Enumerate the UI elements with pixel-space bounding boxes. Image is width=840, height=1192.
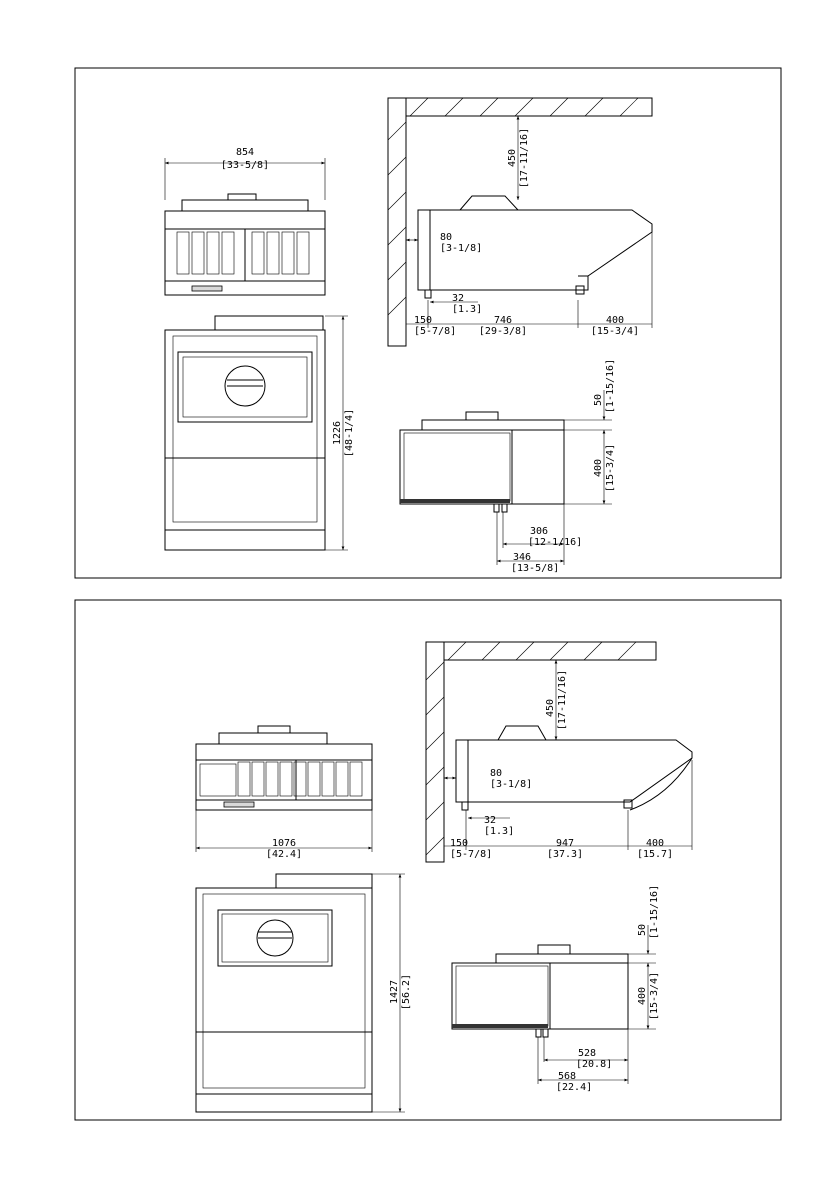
p1-front-width-in: [33-5/8] xyxy=(221,160,269,171)
p2-bottom-outer: 568 xyxy=(558,1071,576,1082)
p1-bottom-height: 400 xyxy=(593,459,604,477)
p1-side-length-in: [29-3/8] xyxy=(479,326,527,337)
side-view-1: 450 [17-11/16] 80 [3-1/8] 32 [1.3] 150 [… xyxy=(388,98,652,346)
p2-side-drain-in: [1.3] xyxy=(484,826,514,837)
p2-side-wall-offset: 150 xyxy=(450,838,468,849)
p1-bottom-height-in: [15-3/4] xyxy=(605,444,616,492)
p1-side-length: 746 xyxy=(494,315,512,326)
p1-front-width: 854 xyxy=(236,147,254,158)
p1-bottom-top-in: [1-15/16] xyxy=(605,359,616,413)
p2-bottom-inner-in: [20.8] xyxy=(576,1059,612,1070)
p1-wall-gap-in: [17-11/16] xyxy=(519,128,530,188)
p1-side-front: 400 xyxy=(606,315,624,326)
rear-view-1: 50 [1-15/16] 400 [15-3/4] 306 [12-1/16] … xyxy=(400,359,616,574)
p2-bottom-top-in: [1-15/16] xyxy=(649,885,660,939)
p2-wall-gap-in: [17-11/16] xyxy=(557,670,568,730)
p1-bottom-outer-in: [13-5/8] xyxy=(511,563,559,574)
p1-side-drain: 32 xyxy=(452,293,464,304)
p1-bottom-inner: 306 xyxy=(530,526,548,537)
p2-side-back: 80 xyxy=(490,768,502,779)
p2-bottom-top: 50 xyxy=(637,924,648,936)
p2-bottom-height: 400 xyxy=(637,987,648,1005)
p1-top-depth: 1226 xyxy=(332,421,343,445)
top-view-2: 1427 [56.2] xyxy=(196,874,412,1112)
p2-bottom-outer-in: [22.4] xyxy=(556,1082,592,1093)
p1-side-wall-offset: 150 xyxy=(414,315,432,326)
p2-bottom-height-in: [15-3/4] xyxy=(649,972,660,1020)
side-view-2: 450 [17-11/16] 80 [3-1/8] 32 [1.3] 150 [… xyxy=(426,642,692,862)
p1-side-drain-in: [1.3] xyxy=(452,304,482,315)
p2-side-wall-offset-in: [5-7/8] xyxy=(450,849,492,860)
p2-side-front-in: [15.7] xyxy=(637,849,673,860)
rear-view-2: 50 [1-15/16] 400 [15-3/4] 528 [20.8] 568… xyxy=(452,885,660,1093)
p2-side-length-in: [37.3] xyxy=(547,849,583,860)
p1-bottom-outer: 346 xyxy=(513,552,531,563)
p2-side-front: 400 xyxy=(646,838,664,849)
p2-side-drain: 32 xyxy=(484,815,496,826)
p2-top-depth-in: [56.2] xyxy=(401,974,412,1010)
front-view-2: 1076 [42.4] xyxy=(196,726,372,860)
p2-front-width-in: [42.4] xyxy=(266,849,302,860)
p2-top-depth: 1427 xyxy=(389,980,400,1004)
p2-front-width: 1076 xyxy=(272,838,296,849)
p1-bottom-inner-in: [12-1/16] xyxy=(528,537,582,548)
p1-side-wall-offset-in: [5-7/8] xyxy=(414,326,456,337)
top-view-1: 1226 [48-1/4] xyxy=(165,316,355,550)
p1-side-front-in: [15-3/4] xyxy=(591,326,639,337)
p1-top-depth-in: [48-1/4] xyxy=(344,409,355,457)
p2-side-back-in: [3-1/8] xyxy=(490,779,532,790)
p1-side-back: 80 xyxy=(440,232,452,243)
p1-wall-gap: 450 xyxy=(507,149,518,167)
p1-side-back-in: [3-1/8] xyxy=(440,243,482,254)
front-view-1: 854 [33-5/8] xyxy=(165,147,325,295)
p2-bottom-inner: 528 xyxy=(578,1048,596,1059)
p2-side-length: 947 xyxy=(556,838,574,849)
p1-bottom-top: 50 xyxy=(593,394,604,406)
p2-wall-gap: 450 xyxy=(545,699,556,717)
